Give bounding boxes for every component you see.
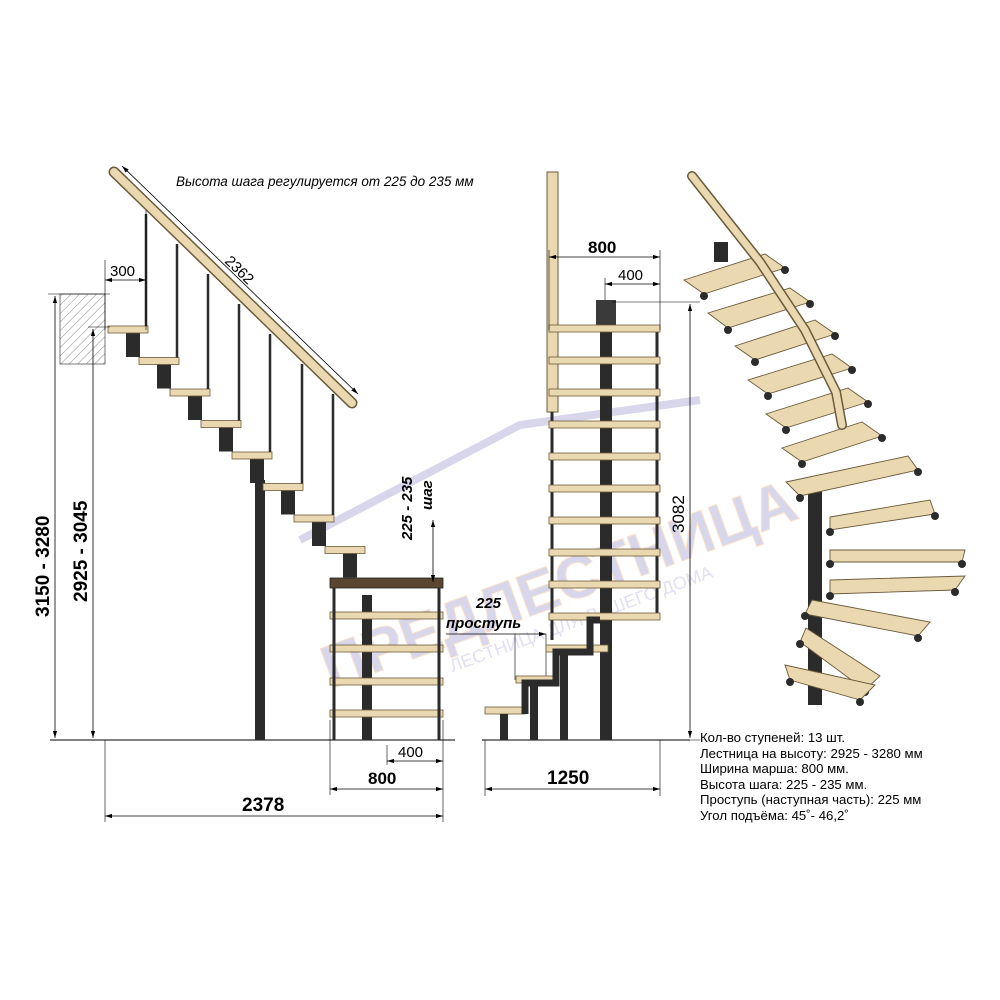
- iso-tread-bolt: [786, 678, 794, 686]
- iso-tread-bolt: [724, 326, 732, 334]
- lower-tread: [329, 611, 444, 620]
- iso-tread: [764, 387, 870, 429]
- iso-tread: [829, 575, 966, 595]
- overall-height-label: 3150 - 3280: [33, 516, 54, 617]
- side-stringer-block: [126, 333, 140, 357]
- lower-tread: [329, 709, 444, 718]
- iso-tread-bolt: [751, 358, 759, 366]
- lower-tread: [329, 677, 444, 686]
- tread-depth-value: 225: [475, 595, 502, 612]
- iso-tread-bolt: [914, 634, 922, 642]
- iso-tread-bolt: [864, 400, 872, 408]
- flight-width-top-label: 800: [588, 238, 616, 257]
- spec-tread-depth: Проступь (наступная часть): 225 мм: [700, 792, 922, 808]
- landing-platform: [329, 577, 444, 589]
- spec-steps-count: Кол-во ступеней: 13 шт.: [700, 730, 845, 745]
- side-stringer-block: [281, 490, 295, 515]
- iso-tread-bolt: [931, 512, 939, 520]
- iso-tread-bolt: [764, 392, 772, 400]
- side-stringer-block: [312, 522, 326, 546]
- spec-rise-angle: Угол подъёма: 45˚- 46,2˚: [700, 807, 849, 823]
- tread-depth-word: проступь: [446, 615, 521, 632]
- iso-tread: [785, 455, 919, 497]
- iso-tread-bolt: [700, 292, 708, 300]
- watermark-roof-icon: [298, 396, 701, 544]
- front-tread: [548, 580, 661, 589]
- top-offset-label: 300: [110, 263, 135, 280]
- side-view: 2362 300 3150 - 3280 2925 - 3045 225 - 2…: [33, 165, 547, 822]
- side-tread: [200, 420, 242, 428]
- specifications-list: Кол-во ступеней: 13 шт. Лестница на высо…: [700, 730, 1000, 824]
- front-tread: [548, 356, 661, 365]
- total-length-label: 2378: [242, 795, 284, 816]
- iso-tread: [781, 421, 883, 463]
- spec-step-rise: Высота шага: 225 - 235 мм.: [700, 776, 868, 792]
- iso-tread-bolt: [826, 560, 834, 568]
- side-treads: [107, 325, 366, 554]
- iso-tread-bolt: [782, 426, 790, 434]
- front-tread: [548, 548, 661, 557]
- front-tread: [548, 452, 661, 461]
- iso-tread: [829, 499, 936, 531]
- front-view: 800 400 3082 1250: [482, 171, 700, 796]
- side-stringer-block: [188, 396, 202, 420]
- iso-tread-bolt: [798, 460, 806, 468]
- front-tread: [548, 612, 661, 621]
- front-tread: [548, 324, 661, 333]
- front-tread: [548, 420, 661, 429]
- front-bottom-steps: [484, 616, 609, 740]
- iso-tread-bolt: [856, 698, 864, 706]
- iso-treads: [682, 253, 966, 706]
- front-treads: [548, 324, 661, 621]
- side-tread: [293, 514, 335, 523]
- front-handrail-post: [546, 171, 559, 413]
- side-tread: [262, 483, 304, 491]
- iso-tread-bolt: [914, 468, 922, 476]
- side-tread: [169, 388, 211, 397]
- step-rise-word: шаг: [419, 480, 436, 510]
- side-stringer-block: [343, 553, 357, 578]
- side-stringer-block: [219, 427, 233, 452]
- lower-tread: [329, 644, 444, 653]
- lower-flight-treads: [329, 588, 444, 740]
- iso-tread-bolt: [796, 494, 804, 502]
- front-total-width-label: 1250: [547, 768, 589, 789]
- flight-width-bottom-label: 800: [368, 769, 396, 788]
- iso-tread: [829, 549, 966, 563]
- step-rise-label: 225 - 235: [399, 476, 416, 541]
- side-tread: [231, 451, 273, 460]
- iso-tread-bolt: [958, 560, 966, 568]
- iso-tread-bolt: [831, 332, 839, 340]
- iso-tread-bolt: [826, 528, 834, 536]
- iso-tread-bolt: [801, 612, 809, 620]
- spec-height-range: Лестница на высоту: 2925 - 3280 мм: [700, 745, 923, 761]
- side-stringer-block: [250, 459, 264, 483]
- header-note: Высота шага регулируется от 225 до 235 м…: [176, 174, 474, 189]
- iso-tread-bolt: [781, 266, 789, 274]
- iso-tread-bolt: [951, 588, 959, 596]
- front-tread: [548, 484, 661, 493]
- wall-section: [59, 293, 106, 365]
- spec-flight-width: Ширина марша: 800 мм.: [700, 761, 849, 777]
- half-width-bottom-label: 400: [398, 744, 423, 761]
- iso-tread-bolt: [826, 592, 834, 600]
- iso-tread: [804, 599, 931, 637]
- iso-tread-bolt: [848, 366, 856, 374]
- front-height-label: 3082: [669, 495, 688, 533]
- floor-height-label: 2925 - 3045: [71, 500, 92, 602]
- front-tread: [548, 516, 661, 525]
- side-tread: [324, 546, 366, 554]
- iso-tread-bolt: [878, 434, 886, 442]
- side-stringer-block: [157, 364, 171, 389]
- perspective-view: [682, 171, 966, 706]
- iso-tread-bolt: [796, 640, 804, 648]
- side-tread: [138, 357, 180, 365]
- iso-tread-bolt: [806, 300, 814, 308]
- front-tread: [548, 388, 661, 397]
- side-tread: [107, 325, 149, 334]
- half-width-top-label: 400: [618, 267, 643, 284]
